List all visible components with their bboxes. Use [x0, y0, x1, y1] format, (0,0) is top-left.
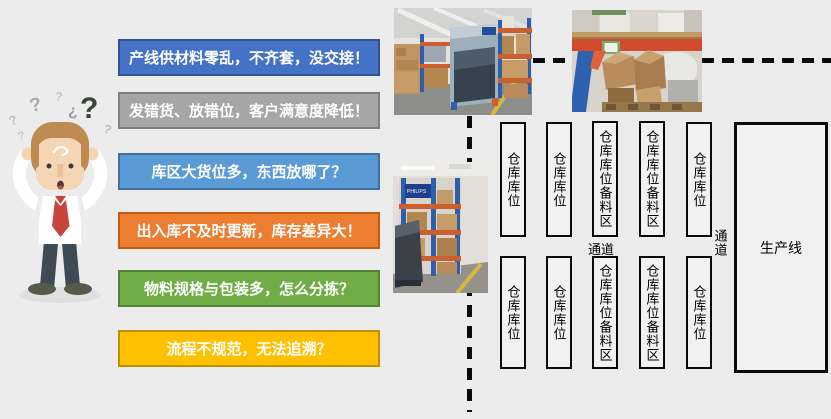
- question-mark-icon: ?: [17, 129, 27, 142]
- storage-slot-label: 仓库库位: [505, 151, 521, 208]
- storage-prep-label: 仓库库位备料区: [597, 263, 613, 362]
- aisle-label-text: 通道: [712, 229, 728, 257]
- character-shirt-shade: [31, 196, 43, 244]
- character-mouth-inner: [58, 185, 63, 190]
- storage-prep-box: 仓库库位备料区: [639, 121, 665, 237]
- character-tie: [52, 200, 70, 237]
- aisle-label-horizontal: 通道: [588, 242, 615, 257]
- problem-banner-inventory: 出入库不及时更新，库存差异大！: [118, 212, 380, 249]
- character-arm: [74, 149, 108, 213]
- character-hair-side: [32, 140, 39, 168]
- storage-slot-box: 仓库库位: [500, 122, 526, 237]
- storage-prep-label: 仓库库位备料区: [644, 263, 660, 362]
- question-mark-icon: ?: [55, 89, 64, 104]
- storage-slot-box: 仓库库位: [686, 122, 712, 237]
- confused-businessman-illustration: ? ? ? ¿ ? ? ?: [7, 89, 113, 303]
- character-hair-side: [81, 140, 88, 168]
- storage-slot-label: 仓库库位: [691, 151, 707, 208]
- character-leg: [61, 230, 80, 289]
- storage-prep-label: 仓库库位备料区: [644, 130, 660, 228]
- character-shirt-shade: [77, 196, 89, 244]
- problem-banner-supply: 产线供材料零乱，不齐套，没交接！: [118, 39, 380, 76]
- storage-slot-box: 仓库库位: [500, 256, 526, 369]
- storage-slot-label: 仓库库位: [551, 284, 567, 341]
- problem-banner-sorting: 物料规格与包装多，怎么分拣？: [118, 270, 380, 307]
- banner-text: 物料规格与包装多，怎么分拣？: [143, 281, 354, 298]
- character-shoe: [28, 283, 56, 295]
- production-line-label: 生产线: [760, 239, 802, 256]
- question-mark-icon: ?: [102, 122, 113, 138]
- character-eye: [68, 163, 74, 169]
- character-eye: [46, 163, 52, 169]
- banner-text: 流程不规范，无法追溯？: [166, 341, 332, 358]
- inverted-question-mark-icon: ¿: [68, 103, 78, 120]
- production-line-box: 生产线: [734, 122, 828, 373]
- banner-text: 库区大货位多，东西放哪了？: [151, 164, 347, 181]
- character-shoe: [64, 283, 92, 295]
- storage-slot-box: 仓库库位: [546, 122, 572, 237]
- banner-text: 发错货、放错位，客户满意度降低！: [128, 103, 369, 120]
- storage-prep-box: 仓库库位备料区: [639, 256, 665, 369]
- problem-banner-wrong-goods: 发错货、放错位，客户满意度降低！: [118, 92, 380, 129]
- banner-text: 产线供材料零乱，不齐套，没交接！: [128, 50, 369, 67]
- storage-prep-label: 仓库库位备料区: [597, 130, 613, 228]
- character-tie: [55, 196, 66, 204]
- storage-prep-box: 仓库库位备料区: [592, 121, 618, 237]
- storage-prep-box: 仓库库位备料区: [592, 256, 618, 369]
- question-mark-icon: ?: [28, 94, 44, 117]
- character-leg: [40, 230, 59, 289]
- problem-banner-tracing: 流程不规范，无法追溯？: [118, 330, 380, 367]
- problem-banner-locations: 库区大货位多，东西放哪了？: [118, 153, 380, 190]
- character-hair-curl: [52, 145, 69, 157]
- question-mark-icon: ?: [7, 112, 20, 129]
- photo-messy-shelf: [572, 10, 702, 112]
- dashed-line-horizontal: [533, 58, 572, 63]
- philips-sign-label: PHILIPS: [407, 189, 427, 195]
- storage-slot-box: 仓库库位: [686, 256, 712, 369]
- question-mark-icon: ?: [80, 92, 98, 125]
- storage-slot-box: 仓库库位: [546, 256, 572, 369]
- storage-slot-label: 仓库库位: [691, 284, 707, 341]
- dashed-line-horizontal: [702, 58, 831, 63]
- aisle-label-vertical: 通道: [712, 229, 728, 269]
- photo-warehouse-aisle: [394, 8, 532, 115]
- storage-slot-label: 仓库库位: [505, 284, 521, 341]
- character-nose: [57, 164, 64, 177]
- photo-philips-rack: PHILIPS: [393, 162, 488, 293]
- banner-text: 出入库不及时更新，库存差异大！: [136, 223, 362, 240]
- storage-slot-label: 仓库库位: [551, 151, 567, 208]
- character-arm: [12, 149, 46, 213]
